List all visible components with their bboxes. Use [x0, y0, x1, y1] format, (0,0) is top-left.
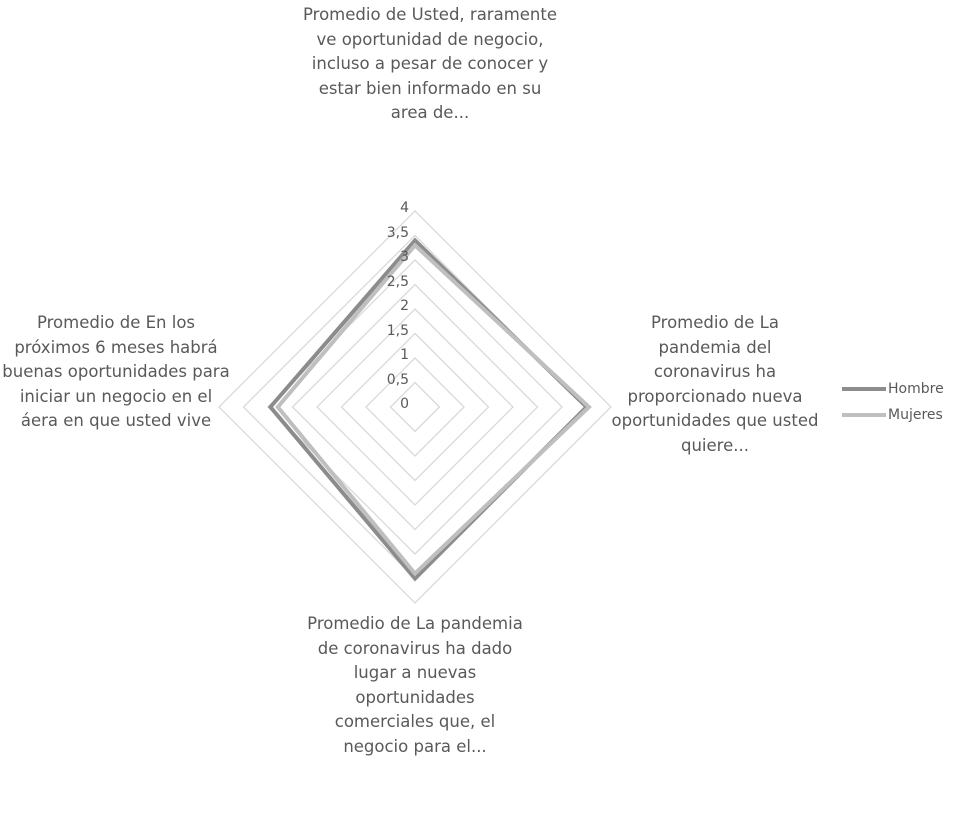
tick-label: 1	[400, 347, 409, 363]
category-label-left: Promedio de En los próximos 6 meses habr…	[2, 313, 230, 430]
tick-label: 3	[400, 249, 409, 265]
series-lines	[267, 237, 592, 582]
legend: Hombre Mujeres	[842, 376, 944, 428]
series-line-mujeres	[275, 242, 592, 577]
legend-item-hombre: Hombre	[842, 376, 944, 402]
category-label-top: Promedio de Usted, raramente ve oportuni…	[302, 5, 558, 122]
series-line-hombre	[267, 237, 590, 582]
tick-label: 0,5	[386, 371, 409, 388]
tick-label: 4	[400, 200, 409, 216]
category-label-right: Promedio de La pandemia del coronavirus …	[611, 313, 819, 455]
legend-label: Mujeres	[888, 407, 943, 423]
legend-swatch-mujeres	[842, 413, 886, 417]
category-label-bottom: Promedio de La pandemia de coronavirus h…	[307, 614, 523, 756]
tick-label: 0	[400, 396, 409, 412]
legend-swatch-hombre	[842, 387, 886, 391]
legend-label: Hombre	[888, 381, 944, 397]
tick-label: 1,5	[386, 322, 409, 339]
legend-item-mujeres: Mujeres	[842, 402, 944, 428]
tick-label: 3,5	[386, 224, 409, 241]
tick-label: 2	[400, 298, 409, 314]
tick-label: 2,5	[386, 273, 409, 290]
